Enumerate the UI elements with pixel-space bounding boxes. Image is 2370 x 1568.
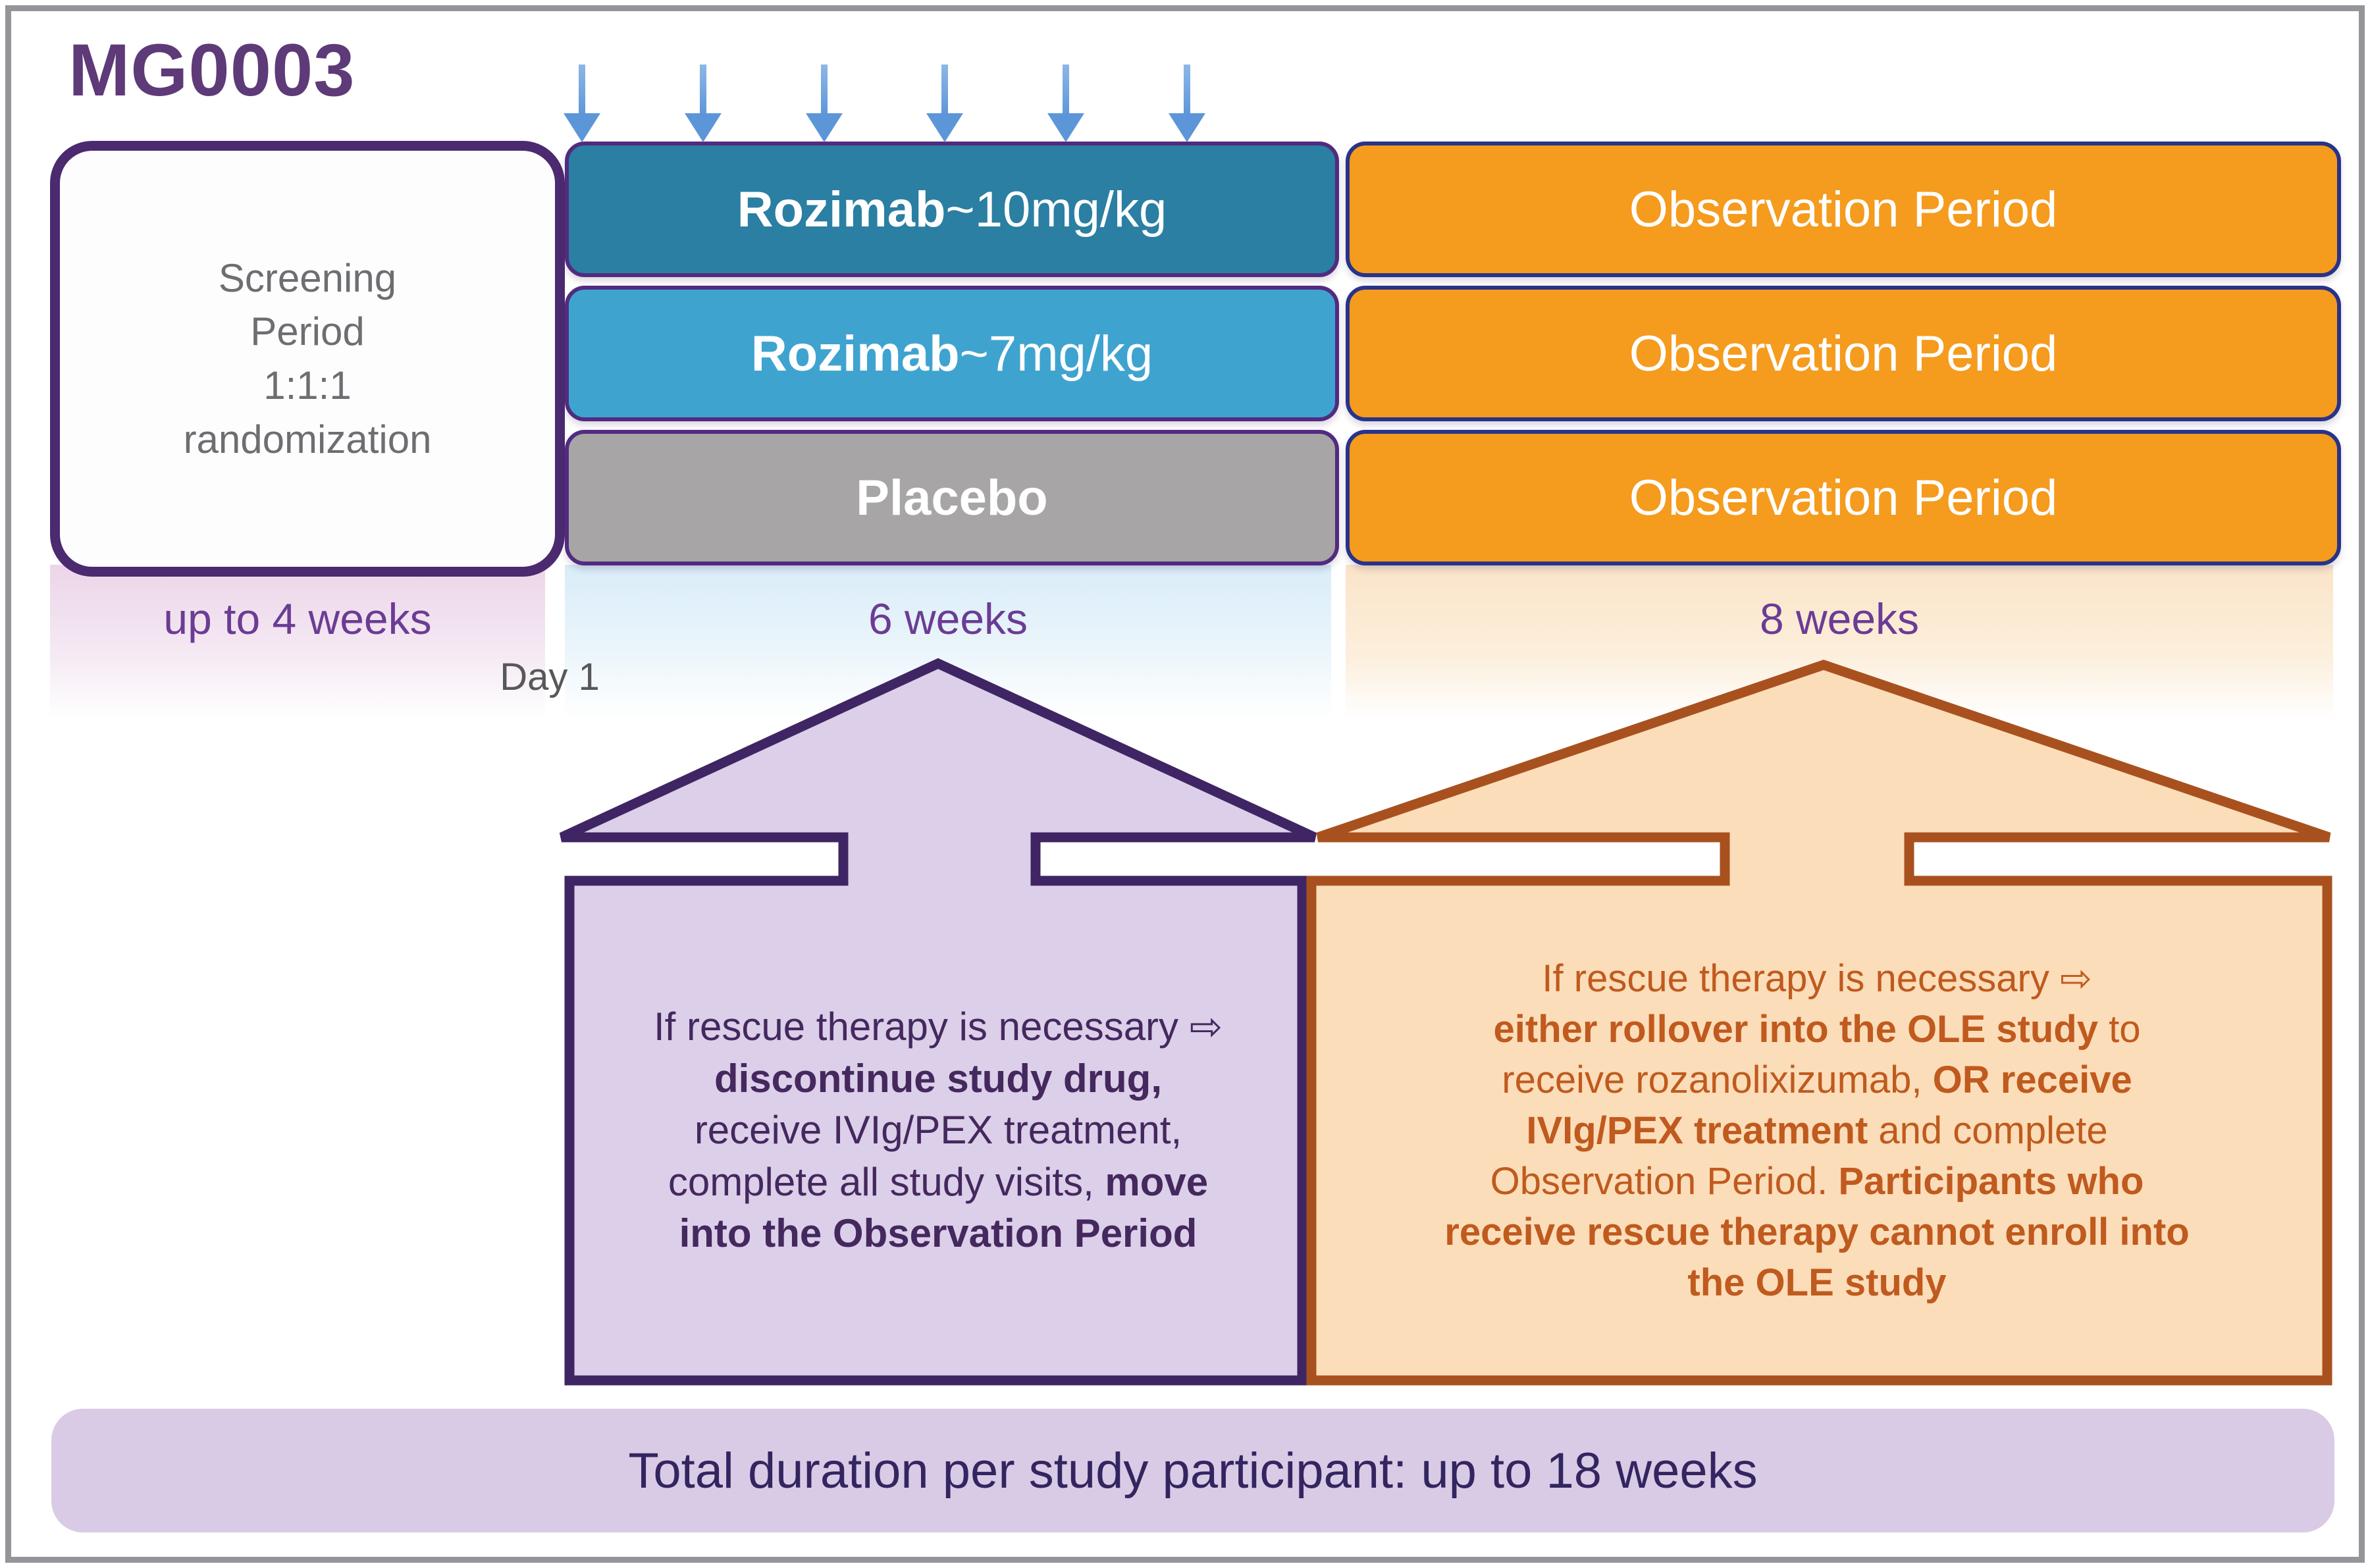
dose-arrow-icon	[684, 65, 722, 142]
treatment-arm-rozimab-7mgkg: Rozimab ~7mg/kg	[565, 286, 1339, 421]
total-duration-text: Total duration per study participant: up…	[628, 1442, 1758, 1499]
dose-arrow-icon	[1168, 65, 1205, 142]
observation-duration-label: 8 weeks	[1759, 594, 1920, 643]
screening-duration-label: up to 4 weeks	[163, 594, 432, 643]
observation-period-box: Observation Period	[1346, 286, 2341, 421]
observation-period-box: Observation Period	[1346, 430, 2341, 565]
treatment-duration-label: 6 weeks	[868, 594, 1028, 643]
total-duration-bar: Total duration per study participant: up…	[51, 1409, 2334, 1532]
screening-period-box: Screening Period 1:1:1 randomization	[50, 141, 565, 577]
dose-arrow-icon	[1047, 65, 1085, 142]
dose-arrow-icon	[805, 65, 843, 142]
dose-arrow-icon	[926, 65, 964, 142]
study-title: MG0003	[68, 29, 356, 111]
screening-reflection	[50, 565, 545, 719]
weekly-dose-arrows	[564, 65, 1205, 142]
rescue-note-treatment-period: If rescue therapy is necessary ⇨ discont…	[654, 1005, 1223, 1256]
rescue-up-arrow-orange	[1306, 660, 2332, 1386]
day-1-label: Day 1	[500, 656, 600, 698]
rescue-up-arrow-purple	[559, 658, 1317, 1386]
screening-period-text: Screening Period 1:1:1 randomization	[183, 255, 432, 461]
dose-arrow-icon	[564, 65, 600, 142]
treatment-arm-placebo: Placebo	[565, 430, 1339, 565]
treatment-arm-rozimab-10mgkg: Rozimab ~10mg/kg	[565, 142, 1339, 277]
rescue-note-observation-period: If rescue therapy is necessary ⇨ either …	[1444, 956, 2190, 1305]
observation-period-box: Observation Period	[1346, 142, 2341, 277]
